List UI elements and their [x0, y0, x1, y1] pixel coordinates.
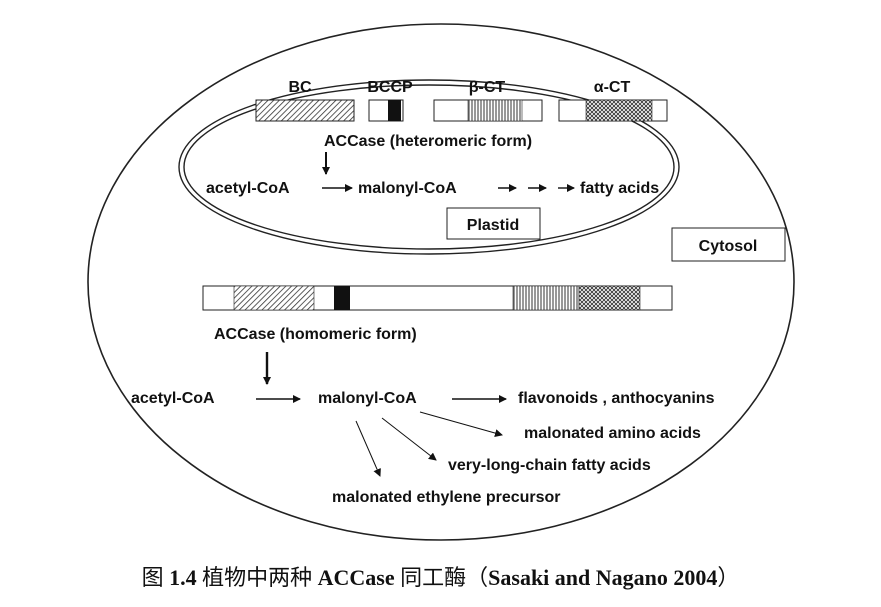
cytosol-malonated-amino-acids: malonated amino acids [524, 425, 701, 442]
arrow-to-vlcfa [381, 417, 437, 461]
label-accase-homomeric: ACCase (homomeric form) [214, 326, 417, 343]
plastid-ellipse-outer [178, 79, 680, 255]
label-alpha-ct: α-CT [594, 79, 631, 96]
accase-diagram-svg: BC BCCP β-CT α-CT ACCase (heteromeric fo… [87, 23, 795, 541]
cytosol-acetyl-coa: acetyl-CoA [131, 390, 215, 407]
caption-close: ） [717, 565, 740, 590]
caption-fig: 图 [141, 565, 164, 590]
homomeric-accase-bar [202, 285, 673, 311]
plastid-acetyl-coa: acetyl-CoA [206, 180, 290, 197]
subunit-beta-ct-box [433, 99, 543, 122]
label-plastid: Plastid [467, 217, 519, 234]
cytosol-vlcfa: very-long-chain fatty acids [448, 457, 651, 474]
label-cytosol: Cytosol [699, 238, 758, 255]
label-bc: BC [288, 79, 312, 96]
cytosol-malonyl-coa: malonyl-CoA [318, 390, 417, 407]
figure-caption: 图 1.4 植物中两种 ACCase 同工酶（Sasaki and Nagano… [0, 560, 881, 592]
caption-number: 1.4 [169, 565, 197, 590]
caption-text1: 植物中两种 [202, 565, 313, 590]
label-bccp: BCCP [367, 79, 413, 96]
cytosol-malonated-ethylene-precursor: malonated ethylene precursor [332, 489, 561, 506]
subunit-bccp-box [368, 99, 404, 122]
plastid-fatty-acids: fatty acids [580, 180, 659, 197]
caption-reference: Sasaki and Nagano 2004 [488, 565, 718, 590]
cell-ellipse [87, 23, 795, 541]
arrow-to-amino-acids [419, 411, 503, 437]
cytosol-label-box [671, 227, 786, 262]
plastid-ellipse-inner [183, 84, 675, 250]
arrow-to-ethylene-precursor [355, 420, 381, 477]
caption-text2: 同工酶（ [400, 565, 489, 590]
plastid-malonyl-coa: malonyl-CoA [358, 180, 457, 197]
cytosol-flavonoids: flavonoids , anthocyanins [518, 390, 715, 407]
label-accase-heteromeric: ACCase (heteromeric form) [324, 133, 532, 150]
subunit-bc-box [255, 99, 355, 122]
label-beta-ct: β-CT [469, 79, 506, 96]
plastid-label-box [446, 207, 541, 240]
subunit-alpha-ct-box [558, 99, 668, 122]
caption-accase: ACCase [317, 565, 395, 590]
